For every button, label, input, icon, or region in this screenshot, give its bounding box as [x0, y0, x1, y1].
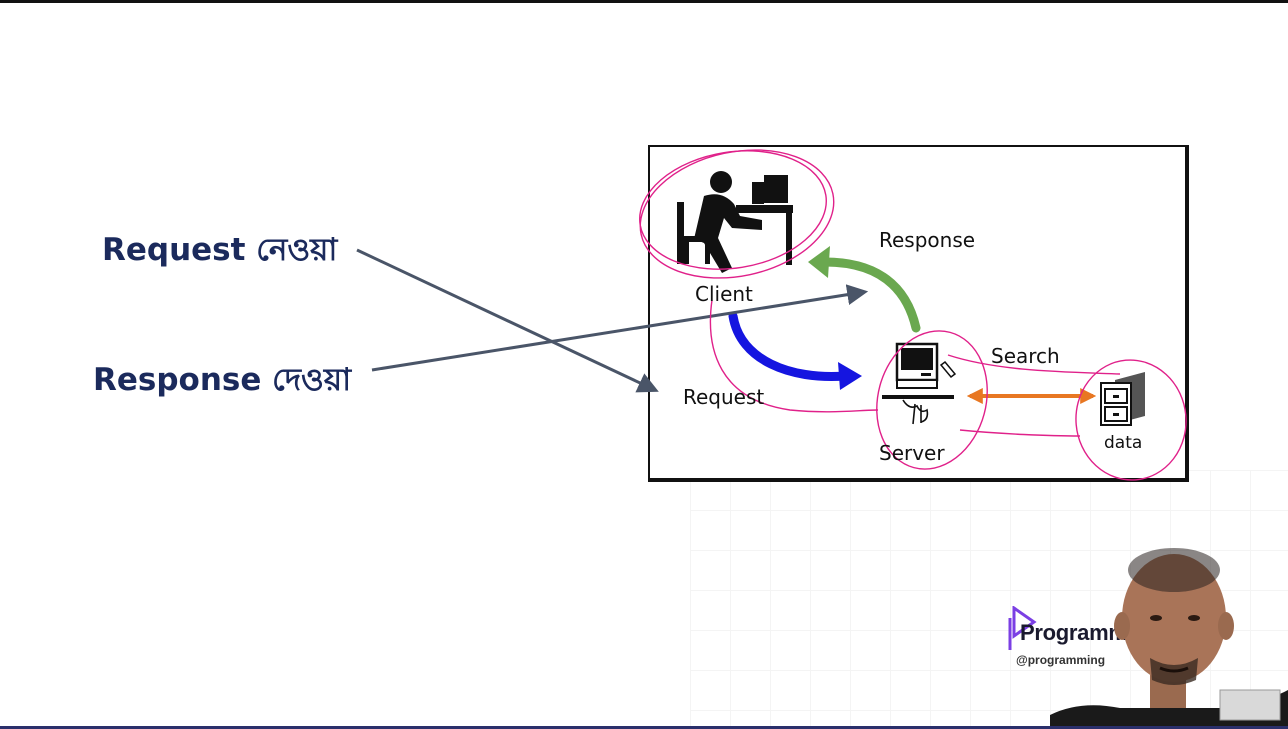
programming-logo-icon	[1008, 606, 1037, 650]
data-label: data	[1104, 433, 1143, 453]
server-computer-icon	[882, 342, 957, 425]
presenter-figure	[1050, 548, 1288, 729]
request-text: Request	[683, 385, 765, 409]
presenter-video	[1050, 540, 1288, 729]
request-pointer-arrow	[356, 248, 659, 393]
bottom-border	[0, 726, 1288, 729]
response-label: Response দেওয়া	[93, 362, 352, 398]
data-cabinet-icon	[1100, 372, 1145, 426]
response-arrow	[808, 246, 921, 333]
request-label: Request নেওয়া	[102, 232, 338, 268]
brand-name: Programm	[1020, 620, 1128, 645]
brand-handle: @programming	[1016, 653, 1106, 667]
response-pointer-arrow	[371, 284, 869, 372]
server-label: Server	[879, 441, 945, 465]
annotation-scribbles	[639, 149, 1187, 481]
client-label: Client	[695, 282, 753, 306]
diagram-frame	[648, 145, 1189, 482]
client-person-icon	[677, 171, 793, 273]
request-arrow	[728, 311, 862, 390]
response-text: Response	[879, 228, 976, 252]
search-text: Search	[991, 344, 1060, 368]
top-border	[0, 0, 1288, 3]
